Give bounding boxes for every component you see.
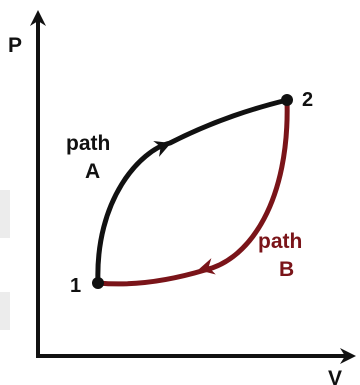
point-1-dot xyxy=(92,277,104,289)
point-2-dot xyxy=(281,94,293,106)
path-b-curve xyxy=(95,97,290,287)
watermark-shape xyxy=(0,292,10,330)
path-a-word: path xyxy=(66,132,110,155)
path-b-arrowhead xyxy=(198,258,216,275)
x-axis-arrowhead xyxy=(340,348,356,364)
path-a-letter: A xyxy=(85,160,100,183)
path-a-arrowhead xyxy=(153,140,171,157)
point-1-label: 1 xyxy=(70,275,81,297)
x-axis-label: V xyxy=(328,367,342,385)
y-axis-arrowhead xyxy=(30,10,46,26)
path-a-curve xyxy=(95,97,290,286)
point-2-label: 2 xyxy=(302,89,313,111)
watermark-shape xyxy=(0,190,10,238)
y-axis-label: P xyxy=(8,34,22,57)
path-b-word: path xyxy=(258,230,302,253)
path-b-letter: B xyxy=(279,258,294,281)
